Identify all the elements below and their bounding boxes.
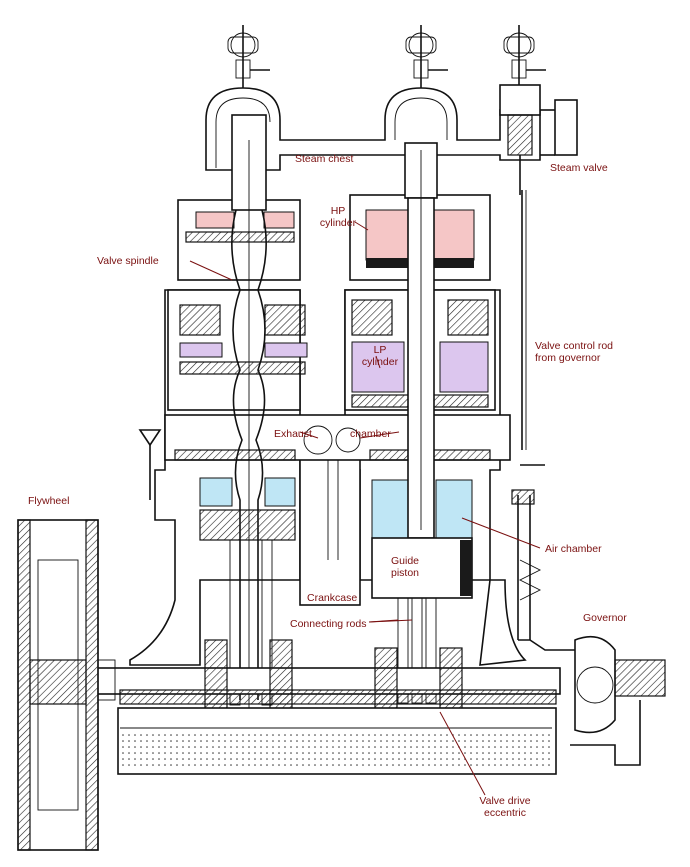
label-hp-cylinder-line2: cylinder (319, 217, 357, 229)
label-lp-cylinder-line2: cylinder (361, 356, 399, 368)
flywheel-shape (17, 519, 99, 851)
label-guide-piston: Guide piston (380, 555, 430, 579)
label-guide-piston-line2: piston (390, 567, 420, 579)
label-crankcase: Crankcase (307, 592, 358, 604)
label-exhaust: Exhaust (274, 428, 312, 440)
label-lp-cylinder-line1: LP (373, 344, 387, 356)
governor-shape (511, 464, 666, 766)
label-steam-chest: Steam chest (295, 153, 354, 165)
label-valve-control-rod-line2: from governor (535, 352, 601, 364)
exhaust-chamber (164, 414, 511, 461)
label-hp-cylinder: HP cylinder (313, 205, 363, 229)
hp-valve-block (177, 199, 301, 281)
valve-spindle-column (199, 114, 296, 710)
leader-lines (189, 221, 541, 796)
label-air-chamber: Air chamber (545, 543, 602, 555)
label-chamber: chamber (350, 428, 391, 440)
lp-valve-block (167, 289, 308, 411)
label-valve-drive-eccentric: Valve drive eccentric (470, 795, 540, 819)
label-governor: Governor (583, 612, 627, 624)
label-lp-cylinder: LP cylinder (355, 344, 405, 368)
steam-valve (499, 84, 541, 195)
label-guide-piston-line1: Guide (390, 555, 420, 567)
label-flywheel: Flywheel (28, 495, 70, 507)
oil-sump (117, 689, 557, 775)
crankcase-frame (299, 439, 361, 606)
label-valve-spindle: Valve spindle (97, 255, 159, 267)
label-steam-valve: Steam valve (550, 162, 608, 174)
valve-handwheel-middle (405, 25, 448, 90)
label-valve-control-rod-line1: Valve control rod (535, 340, 614, 352)
label-connecting-rods: Connecting rods (290, 618, 367, 630)
guide-piston (371, 537, 473, 599)
piston-rod-column (404, 142, 438, 539)
label-valve-control-rod: Valve control rod from governor (535, 340, 613, 364)
connecting-rods (229, 539, 437, 706)
label-valve-drive-line2: eccentric (483, 807, 526, 819)
valve-handwheel-right (503, 25, 546, 90)
label-valve-drive-line1: Valve drive (479, 795, 531, 807)
valve-handwheel-left (227, 25, 270, 90)
steam-chest (205, 87, 578, 171)
label-hp-cylinder-line1: HP (330, 205, 346, 217)
air-chamber (199, 477, 473, 539)
